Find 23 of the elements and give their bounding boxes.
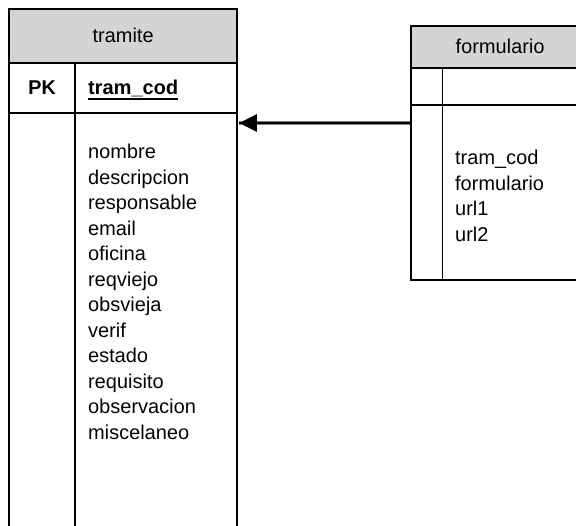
entity-table: [410, 25, 576, 281]
attribute-name: nombre: [88, 140, 156, 165]
attribute-name: observacion: [88, 395, 196, 420]
attribute-name: url2: [455, 222, 488, 248]
attribute-name: requisito: [88, 370, 164, 394]
attribute-name: oficina: [88, 242, 146, 267]
attribute-name: estado: [88, 344, 148, 369]
arrow: [239, 114, 410, 132]
table-title: formulario: [456, 36, 544, 58]
attribute-name: email: [88, 216, 136, 242]
table-title: tramite: [92, 24, 154, 48]
attribute-name: descripcion: [88, 166, 190, 190]
attribute-name: responsable: [88, 191, 197, 216]
attribute-name: formulario: [455, 172, 544, 196]
entity-table: [8, 8, 238, 526]
attribute-name: miscelaneo: [88, 420, 190, 446]
attribute-name: url1: [455, 197, 488, 222]
attribute-name: tram_cod: [455, 146, 538, 171]
attribute-name: verif: [88, 318, 126, 344]
primary-key-field: tram_cod: [88, 76, 236, 100]
key-label: PK: [28, 76, 56, 100]
attribute-name: reqviejo: [88, 268, 158, 292]
attribute-name: obsvieja: [88, 293, 162, 318]
